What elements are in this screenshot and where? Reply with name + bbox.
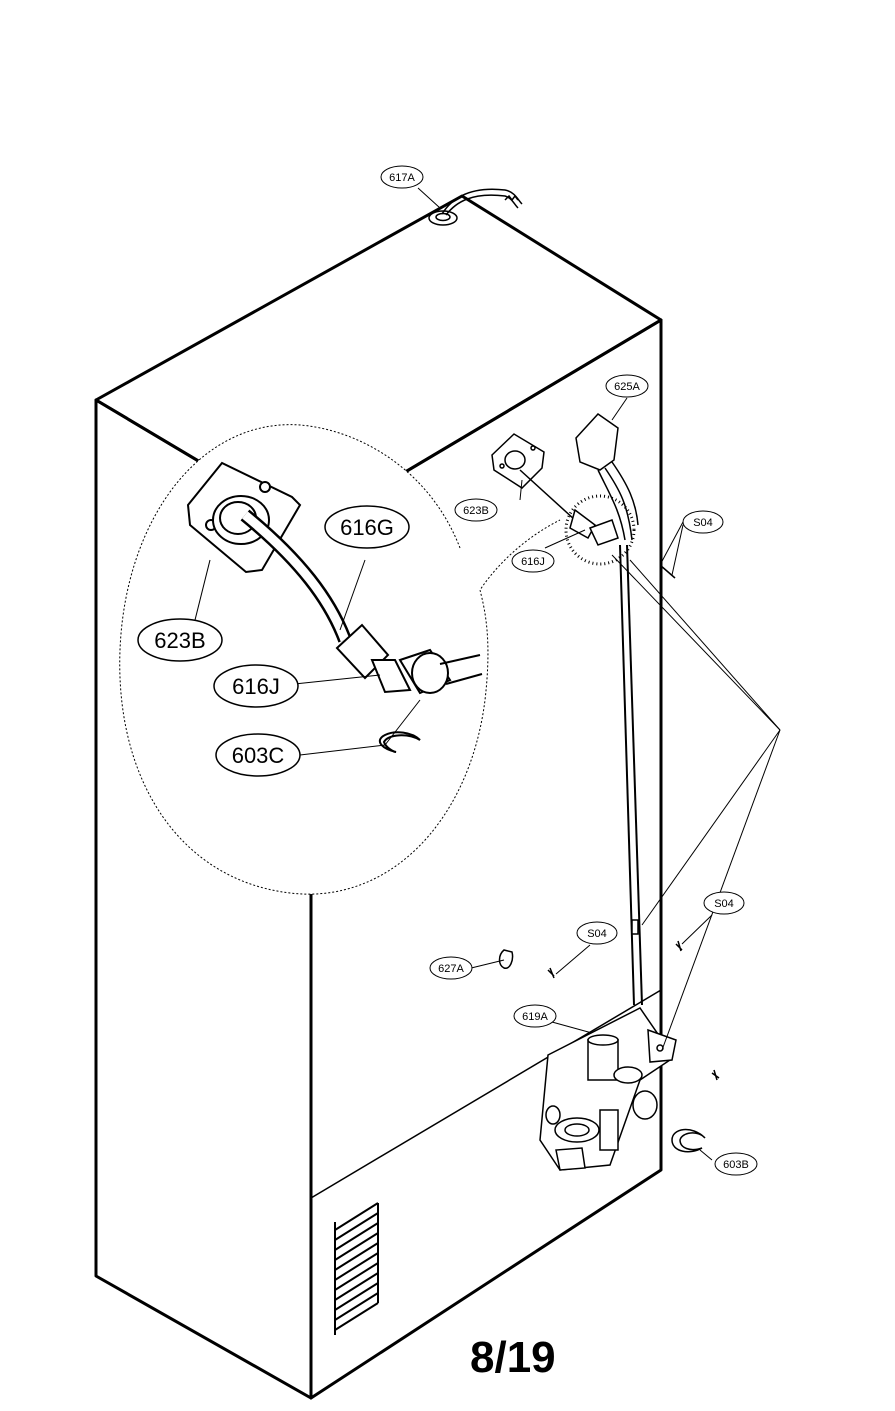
callout-623B-large: 623B	[137, 618, 223, 662]
callout-label: S04	[587, 928, 607, 940]
leader-lines	[194, 187, 781, 1161]
callout-S04-right: S04	[703, 891, 745, 915]
water-valve-assembly	[539, 1007, 677, 1171]
top-grommet-617A	[428, 188, 523, 226]
callout-label: 603B	[723, 1159, 749, 1171]
callout-label: 616G	[340, 515, 394, 540]
callout-616G-large: 616G	[324, 505, 410, 549]
callout-label: 619A	[522, 1011, 548, 1023]
vent-grille	[334, 1202, 379, 1335]
callout-623B-small: 623B	[454, 498, 498, 522]
callout-label: 616J	[521, 556, 545, 568]
fasteners	[498, 564, 720, 1153]
callout-label: 627A	[438, 963, 464, 975]
page-number: 8/19	[470, 1333, 556, 1382]
callout-S04-mid: S04	[576, 921, 618, 945]
callout-label: 617A	[389, 172, 415, 184]
callout-627A: 627A	[429, 956, 473, 980]
callout-label: 623B	[154, 628, 205, 653]
detail-parts	[186, 461, 483, 753]
callout-625A: 625A	[605, 374, 649, 398]
callout-617A: 617A	[380, 165, 424, 189]
callout-label: 616J	[232, 674, 280, 699]
callout-619A: 619A	[513, 1004, 557, 1028]
callout-label: 625A	[614, 381, 640, 393]
callout-S04-top: S04	[682, 510, 724, 534]
callout-616J-large: 616J	[213, 664, 299, 708]
callout-label: 603C	[232, 743, 285, 768]
upper-assembly	[491, 413, 643, 1006]
callout-603C-large: 603C	[215, 733, 301, 777]
callout-616J-small: 616J	[511, 549, 555, 573]
callout-label: S04	[693, 517, 713, 529]
callout-label: 623B	[463, 505, 489, 517]
callout-603B: 603B	[714, 1152, 758, 1176]
callout-label: S04	[714, 898, 734, 910]
